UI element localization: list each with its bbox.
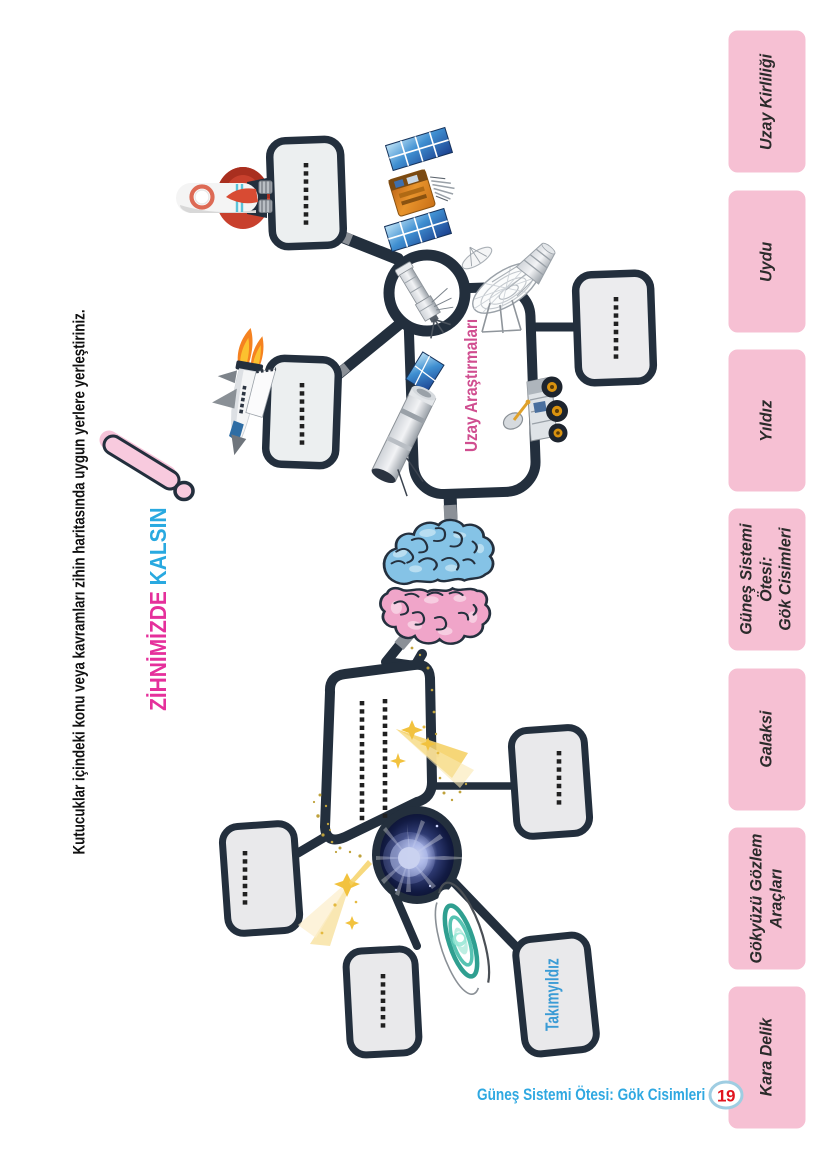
svg-text:19: 19 (717, 1087, 735, 1106)
